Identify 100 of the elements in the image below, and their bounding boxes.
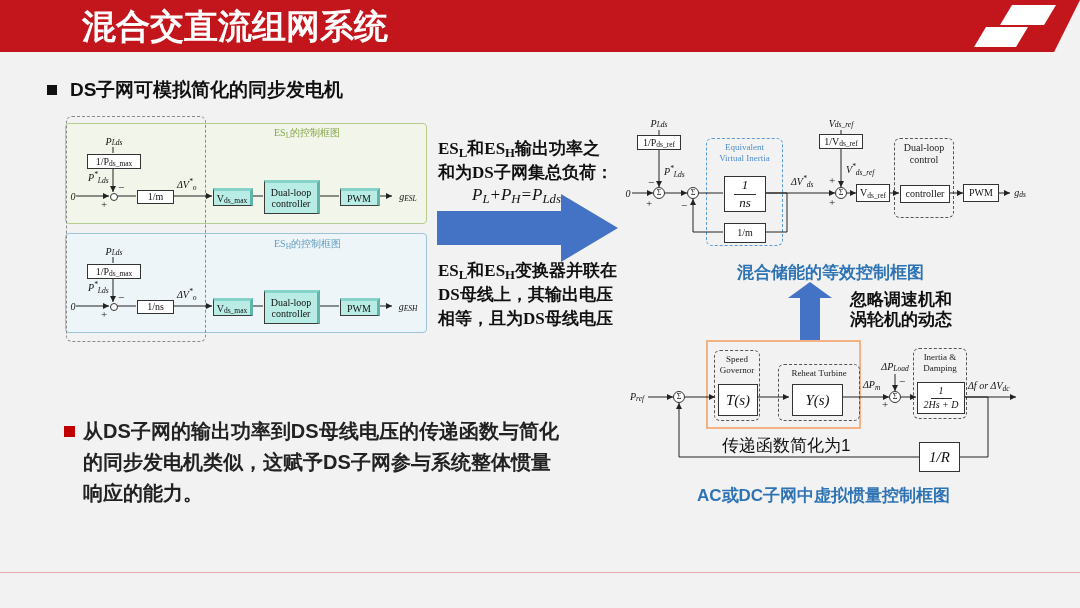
connector-line: [959, 396, 989, 458]
3d-block: V$_{ds_max}$: [213, 188, 253, 206]
gain-block: 1/ns: [137, 300, 174, 314]
sign-label: +: [101, 199, 108, 210]
arrow: [75, 193, 110, 199]
arrow: [378, 303, 393, 309]
frame-caption: 传递函数简化为1: [722, 436, 851, 455]
gain-block: controller: [900, 185, 950, 203]
sign-label: −: [118, 182, 125, 193]
signal-label: 0: [69, 300, 77, 314]
arrow: [75, 303, 110, 309]
note-text: ES$_{L}$和ES$_{H}$输出功率之和为DS子网集总负荷：: [438, 138, 614, 184]
panel-background: [65, 123, 427, 224]
bullet-text: DS子网可模拟简化的同步发电机: [70, 78, 344, 102]
sign-label: −: [681, 200, 688, 211]
panel-background: [65, 233, 427, 333]
slide-title: 混合交直流组网系统: [82, 6, 388, 46]
connector-line: [318, 305, 340, 307]
signal-label: P$_{Lds}$: [647, 117, 671, 130]
note-text: ES$_{L}$和ES$_{H}$变换器并联在DS母线上，其输出电压相等，且为DS母线电压: [438, 260, 619, 330]
gain-block: PWM: [963, 184, 999, 202]
diagram-caption: 混合储能的等效控制框图: [735, 262, 925, 282]
connector-line: [251, 195, 264, 197]
fraction-block: 1 ns: [724, 176, 766, 212]
edge-label: ΔP$_{m}$: [863, 380, 881, 390]
signal-label: g$_{ds}$: [1010, 186, 1030, 200]
panel-title: ES$_{L}$的控制框图: [274, 127, 341, 139]
3d-block: Dual-loop controller: [264, 290, 320, 324]
sign-label: −: [648, 177, 655, 188]
panel-title: ES$_{H}$的控制框图: [274, 238, 342, 250]
dashed-group-frame: [894, 138, 954, 218]
signal-label: g$_{ESH}$: [393, 300, 423, 314]
summing-junction: [110, 193, 118, 201]
highlight-frame: [706, 340, 861, 429]
arrow: [631, 190, 654, 196]
summing-junction: Σ: [673, 391, 685, 403]
diagram-caption: AC或DC子网中虚拟惯量控制框图: [697, 485, 951, 507]
group-title: Inertia & Damping: [922, 352, 958, 374]
sign-label: +: [646, 198, 653, 209]
fraction-block: 1 2Hs + D: [917, 382, 965, 414]
connector-line: [112, 256, 114, 264]
arrow: [892, 373, 898, 392]
dashed-group-frame: [778, 364, 860, 421]
arrow: [684, 394, 716, 400]
signal-label: P$_{Lds}$: [102, 135, 126, 148]
edge-label: 忽略调速机和涡轮机的动态: [850, 290, 953, 330]
group-title: Dual-loop control: [902, 142, 946, 166]
gain-block: 1/m: [137, 190, 174, 204]
gain-block: 1/R: [919, 442, 960, 472]
gain-block: 1/P$_{ds_max}$: [87, 154, 141, 169]
connector-line: [251, 305, 264, 307]
gain-block: 1/P$_{ds_ref}$: [637, 135, 681, 150]
group-title: Reheat Turbine: [791, 368, 847, 379]
arrow: [664, 190, 688, 196]
signal-label: P$_{ref}$: [626, 390, 648, 404]
arrow: [998, 190, 1011, 196]
dashed-group-frame: [706, 138, 783, 246]
signal-label: 0: [624, 187, 632, 200]
3d-block: Dual-loop controller: [264, 180, 320, 214]
gain-block: 1/V$_{ds_ref}$: [819, 134, 863, 149]
sign-label: +: [829, 175, 836, 186]
gain-block: 1/m: [724, 223, 766, 243]
connector-line: [116, 195, 137, 197]
connector-line: [112, 146, 114, 154]
sign-label: +: [882, 399, 889, 410]
arrow: [838, 148, 844, 188]
arrow: [110, 167, 116, 193]
dashed-group-frame: [913, 348, 967, 419]
arrow: [846, 190, 857, 196]
signal-label: g$_{ESL}$: [393, 190, 423, 204]
sign-label: +: [101, 309, 108, 320]
group-title: Speed Governor: [718, 354, 756, 376]
arrow: [656, 149, 662, 188]
block-arrow: [788, 282, 832, 340]
bullet-text: 从DS子网的输出功率到DS母线电压的传递函数与简化的同步发电机类似，这赋予DS子网参与系统整体惯量响应的能力。: [83, 419, 560, 506]
arrow: [378, 193, 393, 199]
summing-junction: Σ: [653, 187, 665, 199]
edge-label: Δf or ΔV$_{dc}$: [968, 381, 1010, 391]
summing-junction: Σ: [835, 187, 847, 199]
arrow: [647, 394, 674, 400]
signal-label: P$_{Lds}$: [102, 245, 126, 258]
summing-junction: [110, 303, 118, 311]
gain-block: 1/P$_{ds_max}$: [87, 264, 141, 279]
3d-block: PWM: [340, 298, 380, 316]
arrow: [676, 402, 920, 458]
sign-label: −: [899, 376, 906, 387]
sign-label: +: [829, 197, 836, 208]
gain-block: V$_{ds_ref}$: [856, 184, 890, 202]
arrow: [948, 190, 964, 196]
arrow: [110, 277, 116, 303]
3d-block: PWM: [340, 188, 380, 206]
signal-label: V$_{ds_ref}$: [827, 117, 855, 130]
formula: P$_{L}$+P$_{H}$=P$_{Lds}$: [472, 184, 561, 206]
connector-line: [698, 192, 724, 194]
dashed-group-frame: [714, 350, 760, 421]
summing-junction: Σ: [889, 391, 901, 403]
connector-line: [764, 192, 788, 233]
sign-label: −: [118, 292, 125, 303]
signal-label: 0: [69, 190, 77, 204]
arrow: [690, 198, 724, 233]
